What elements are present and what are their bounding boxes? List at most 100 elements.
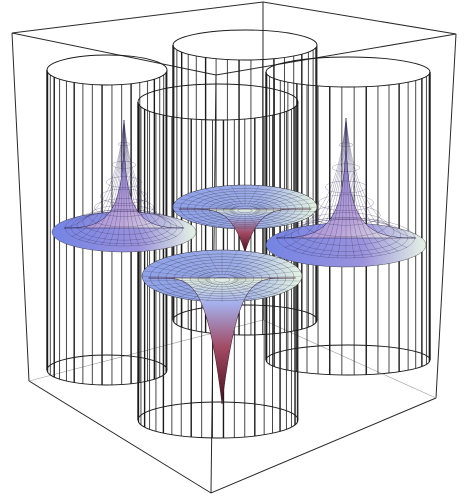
surface-mesh-line (191, 282, 218, 301)
surface-mesh-line (101, 119, 125, 245)
surface-mesh-line (252, 191, 296, 208)
surface-mesh-line (233, 279, 301, 282)
surface-mesh-line (178, 211, 236, 216)
surface-mesh-line (233, 265, 296, 278)
box-edge (11, 32, 30, 382)
surface-mesh-line (71, 119, 125, 237)
surface-mesh-line (63, 119, 125, 229)
surface-funnel (178, 208, 312, 253)
surface-mesh-line (143, 279, 211, 282)
surface-mesh-line (228, 254, 267, 276)
box-edge (435, 33, 457, 399)
surface-mesh-line (253, 211, 305, 220)
surface-mesh-line (217, 212, 241, 228)
surface-mesh-line (254, 211, 312, 216)
surface-mesh-line (230, 257, 279, 277)
surface-mesh-line (148, 265, 211, 278)
surface-mesh-line (345, 117, 408, 248)
surface-mesh-line (230, 185, 244, 207)
surface-mesh-line (123, 119, 177, 237)
cylinder-top-ellipse (46, 54, 168, 86)
surface-mesh-line (250, 188, 286, 208)
surface-mesh-line (86, 119, 125, 243)
surface-mesh-line (93, 119, 125, 244)
surface-mesh-line (174, 210, 235, 212)
surface-mesh-line (191, 251, 218, 276)
box-bottom-edges (28, 380, 437, 494)
surface-mesh-line (252, 212, 296, 223)
surface-mesh-line (155, 281, 213, 291)
surface-mesh-line (194, 212, 238, 223)
surface-mesh-line (226, 282, 253, 301)
surface-mesh-line (345, 117, 390, 254)
surface-mesh-line (249, 186, 273, 208)
cylinder-top-ellipse (265, 56, 431, 88)
surfaces (51, 117, 427, 405)
surface-front (141, 249, 303, 405)
surface-mesh-line (165, 281, 214, 295)
surface-mesh-line (177, 282, 216, 298)
cylinder-top-ellipse (172, 29, 318, 61)
surface-mesh-line (233, 280, 296, 287)
surface-mesh-line (141, 275, 211, 280)
surface-mesh-line (185, 211, 237, 220)
surface-mesh-line (148, 280, 211, 287)
surface-mesh-line (194, 191, 238, 208)
surface-mesh-line (249, 212, 273, 228)
surface-mesh-line (78, 119, 125, 241)
surface-mesh-line (345, 117, 399, 252)
surface-mesh-line (337, 117, 347, 258)
surface-mesh-line (302, 117, 347, 254)
surface-mesh-line (253, 194, 305, 209)
box-top-face (11, 1, 457, 76)
surface-mesh-line (172, 206, 235, 211)
surface-mesh-line (255, 210, 316, 212)
surface-mesh-line (217, 186, 241, 208)
surface-mesh-line (155, 261, 213, 277)
surface-mesh-line (123, 119, 155, 244)
surface-mesh-line (230, 213, 244, 229)
surface-mesh-line (123, 119, 185, 229)
surface-mesh-line (123, 119, 147, 245)
surface-mesh-line (174, 202, 235, 210)
cylinder-bottom-ellipse (46, 354, 168, 386)
surface-mesh-line (319, 117, 347, 257)
surface-mesh-line (255, 202, 316, 210)
surface-mesh-line (345, 117, 364, 258)
surface-mesh-line (246, 185, 260, 207)
cylinder-bottom-ellipse (137, 401, 299, 439)
surface-mesh-line (254, 198, 312, 209)
surface-mesh-line (275, 117, 347, 239)
surface-mesh-line (143, 270, 211, 279)
surface-mesh-line (345, 117, 355, 258)
surface-mesh-line (231, 261, 289, 277)
surface-mesh-ring (237, 208, 253, 214)
surface-mesh-line (123, 119, 140, 246)
surface-mesh-line (345, 117, 417, 239)
surface-mesh-line (206, 250, 220, 276)
surface-mesh-line (345, 117, 382, 256)
surface-mesh-line (250, 212, 286, 226)
surface-mesh-line (123, 119, 132, 246)
surface-mesh-line (233, 275, 303, 280)
surface-back-center (172, 184, 318, 253)
cylinder-0 (46, 54, 168, 386)
surface-mesh-line (123, 119, 162, 243)
surface-mesh-line (224, 282, 238, 302)
surface-mesh-line (108, 119, 125, 246)
surface-mesh-line (206, 282, 220, 302)
surface-mesh-line (231, 281, 289, 291)
surface-mesh-line (185, 194, 237, 209)
surface-funnel (148, 277, 296, 405)
surface-mesh-line (204, 212, 240, 226)
surface-mesh-line (177, 254, 216, 276)
surface-mesh-line (293, 117, 347, 252)
surface-mesh-line (230, 281, 279, 295)
surface-right (265, 117, 427, 268)
surface-mesh-line (233, 270, 301, 279)
surface-mesh-line (310, 117, 347, 256)
surface-mesh-line (178, 198, 236, 209)
surface-back-left (51, 119, 197, 253)
